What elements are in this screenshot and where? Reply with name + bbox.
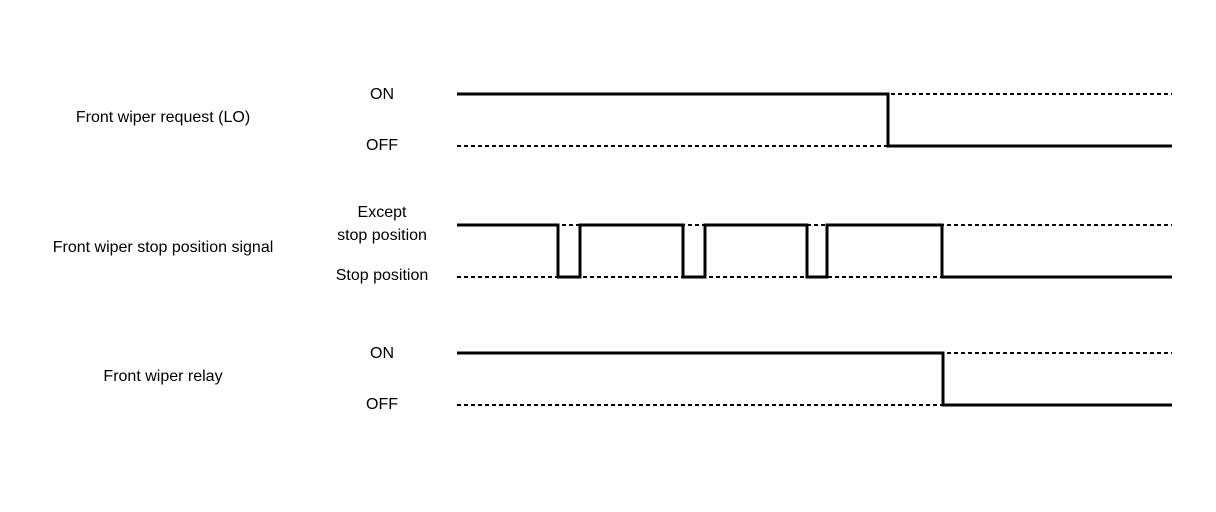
level-label-request-on: ON	[370, 86, 394, 103]
waveform-solid-trace	[457, 223, 1172, 279]
signal-label-front-wiper-stop-position-signal: Front wiper stop position signal	[52, 239, 274, 256]
waveform-solid-trace	[457, 351, 1172, 407]
level-label-except-stop-position-line1: Except	[357, 204, 407, 221]
signal-label-front-wiper-relay: Front wiper relay	[103, 368, 223, 385]
signal-label-front-wiper-request: Front wiper request (LO)	[75, 109, 251, 126]
level-label-relay-on: ON	[370, 345, 394, 362]
waveform-solid-trace	[457, 92, 1172, 148]
level-label-stop-position: Stop position	[335, 267, 429, 284]
level-label-except-stop-position: Except stop position	[297, 201, 467, 247]
level-label-request-off: OFF	[366, 137, 398, 154]
level-label-relay-off: OFF	[366, 396, 398, 413]
level-label-except-stop-position-line2: stop position	[337, 227, 427, 244]
